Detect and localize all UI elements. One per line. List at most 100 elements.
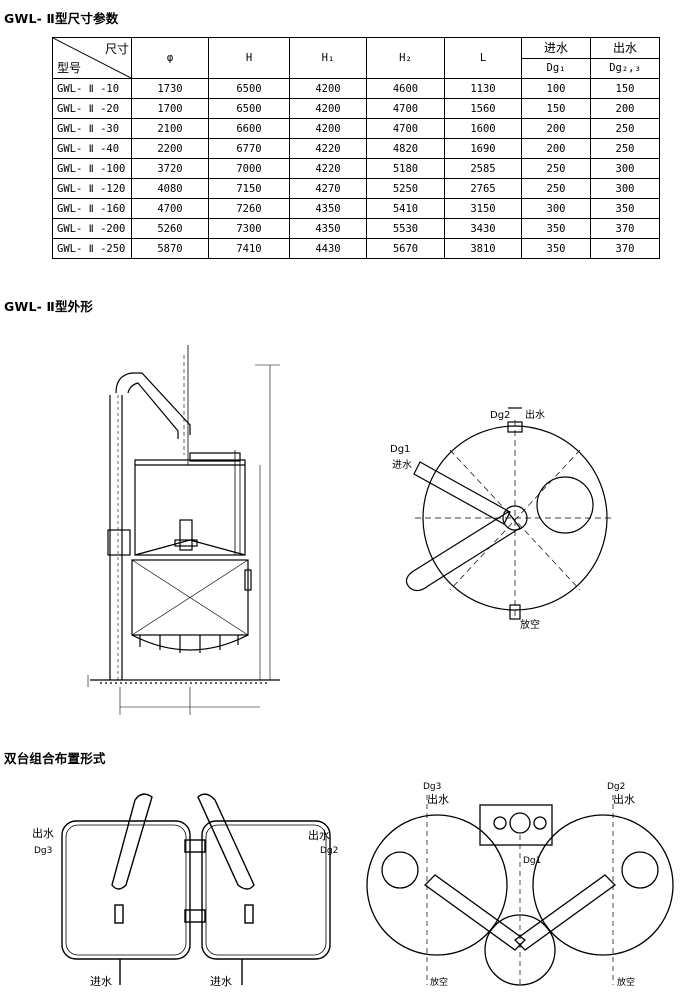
cell-phi: 2100	[131, 118, 209, 139]
cell-l: 3810	[444, 238, 522, 259]
cell-h: 7410	[208, 238, 290, 259]
cell-h1: 4430	[289, 238, 367, 259]
cell-l: 1600	[444, 118, 522, 139]
label-outlet-left: 出水	[32, 826, 54, 840]
label-outlet-right: 出水	[308, 828, 330, 842]
cell-model: GWL- Ⅱ -20	[52, 98, 132, 119]
cell-h2: 5410	[366, 198, 445, 219]
label-outlet: 出水	[525, 408, 545, 421]
label-drain-right: 放空	[617, 976, 635, 988]
cell-h2: 4700	[366, 118, 445, 139]
cell-out: 350	[590, 198, 660, 219]
cell-h: 6600	[208, 118, 290, 139]
plan-drawing: Dg2 出水 Dg1 进水 放空	[390, 407, 615, 631]
cell-model: GWL- Ⅱ -120	[52, 178, 132, 199]
cell-h: 7150	[208, 178, 290, 199]
cell-phi: 1730	[131, 78, 209, 99]
cell-in: 100	[521, 78, 591, 99]
cell-phi: 4700	[131, 198, 209, 219]
header-l: L	[444, 37, 522, 79]
label-dg1-plan: Dg1	[523, 856, 541, 866]
cell-h: 6500	[208, 78, 290, 99]
cell-h1: 4220	[289, 158, 367, 179]
cell-in: 350	[521, 218, 591, 239]
cell-model: GWL- Ⅱ -30	[52, 118, 132, 139]
label-dg2: Dg2	[490, 410, 510, 421]
header-outlet: 出水	[590, 37, 660, 59]
cell-model: GWL- Ⅱ -200	[52, 218, 132, 239]
cell-h1: 4350	[289, 198, 367, 219]
cell-out: 300	[590, 178, 660, 199]
cell-phi: 1700	[131, 98, 209, 119]
corner-header: 尺寸 型号	[52, 37, 132, 79]
header-h1: H₁	[289, 37, 367, 79]
cell-phi: 5870	[131, 238, 209, 259]
cell-in: 300	[521, 198, 591, 219]
label-dg2-plan: Dg2	[607, 782, 625, 792]
cell-in: 150	[521, 98, 591, 119]
cell-l: 3430	[444, 218, 522, 239]
cell-out: 200	[590, 98, 660, 119]
cell-out: 370	[590, 238, 660, 259]
cell-h: 7000	[208, 158, 290, 179]
label-dg2-right: Dg2	[320, 846, 338, 856]
header-outlet-dg: Dg₂‚₃	[590, 57, 660, 79]
cell-h1: 4270	[289, 178, 367, 199]
label-drain: 放空	[520, 618, 540, 631]
cell-in: 250	[521, 178, 591, 199]
cell-l: 1560	[444, 98, 522, 119]
cell-h2: 5530	[366, 218, 445, 239]
cell-phi: 3720	[131, 158, 209, 179]
cell-h2: 5670	[366, 238, 445, 259]
cell-h1: 4350	[289, 218, 367, 239]
header-phi: φ	[131, 37, 209, 79]
cell-l: 1130	[444, 78, 522, 99]
cell-out: 150	[590, 78, 660, 99]
cell-h1: 4200	[289, 118, 367, 139]
cell-model: GWL- Ⅱ -10	[52, 78, 132, 99]
cell-h1: 4220	[289, 138, 367, 159]
cell-out: 370	[590, 218, 660, 239]
label-dg3-plan: Dg3	[423, 782, 441, 792]
label-drain-left: 放空	[430, 976, 448, 988]
cell-h1: 4200	[289, 78, 367, 99]
cell-in: 350	[521, 238, 591, 259]
header-inlet-dg: Dg₁	[521, 57, 591, 79]
cell-out: 250	[590, 118, 660, 139]
label-inlet-left: 进水	[90, 975, 112, 988]
cell-h: 6770	[208, 138, 290, 159]
cell-out: 250	[590, 138, 660, 159]
cell-h2: 4820	[366, 138, 445, 159]
cell-h2: 5180	[366, 158, 445, 179]
corner-top-label: 尺寸	[104, 42, 129, 56]
dual-side-drawing: 出水 Dg3 出水 Dg2 进水 进水	[32, 793, 338, 988]
cell-l: 3150	[444, 198, 522, 219]
cell-model: GWL- Ⅱ -160	[52, 198, 132, 219]
diagonal-line	[53, 38, 131, 78]
cell-phi: 5260	[131, 218, 209, 239]
label-outlet-plan-right: 出水	[613, 792, 635, 806]
header-inlet: 进水	[521, 37, 591, 59]
cell-h1: 4200	[289, 98, 367, 119]
header-h2: H₂	[366, 37, 445, 79]
label-dg1: Dg1	[390, 444, 410, 455]
cell-h: 7260	[208, 198, 290, 219]
cell-h: 7300	[208, 218, 290, 239]
corner-bottom-label: 型号	[57, 61, 82, 75]
cell-l: 2585	[444, 158, 522, 179]
cell-out: 300	[590, 158, 660, 179]
label-dg3-left: Dg3	[34, 846, 52, 856]
cell-model: GWL- Ⅱ -40	[52, 138, 132, 159]
table-title: GWL- Ⅱ型尺寸参数	[4, 11, 119, 26]
cell-h: 6500	[208, 98, 290, 119]
label-outlet-plan-left: 出水	[427, 792, 449, 806]
cell-h2: 5250	[366, 178, 445, 199]
header-h: H	[208, 37, 290, 79]
spec-table: 尺寸 型号 φ H H₁ H₂ L 进水 出水 Dg₁ Dg₂‚₃ GWL- Ⅱ…	[52, 37, 660, 259]
